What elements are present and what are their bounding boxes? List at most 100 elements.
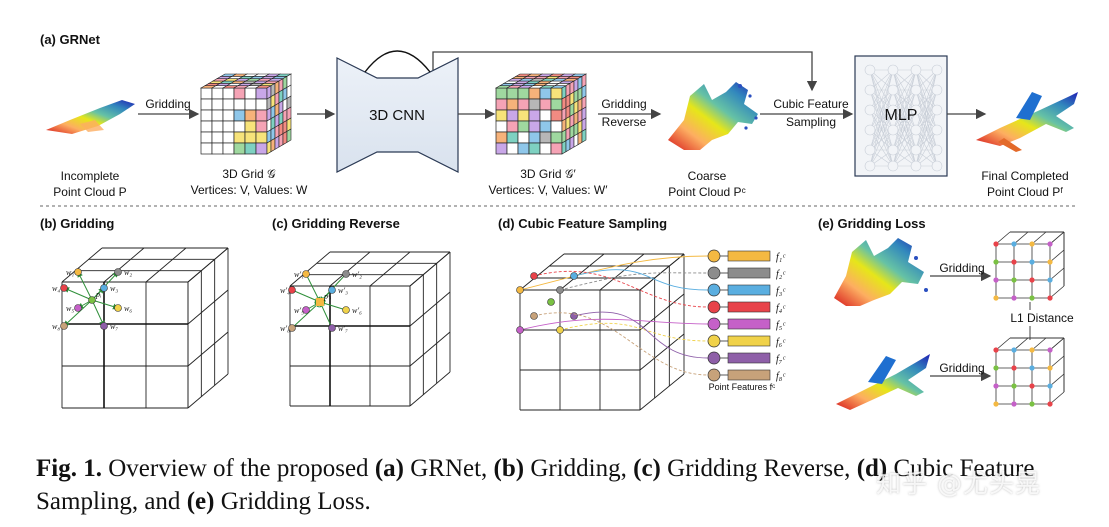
cube-vertex — [530, 272, 538, 280]
grid-cell — [539, 131, 552, 144]
grid-cell — [233, 98, 246, 111]
grid-cell — [200, 120, 213, 133]
grid-cell — [255, 142, 268, 155]
cube-line — [639, 253, 685, 291]
cube-line — [519, 253, 565, 291]
feature-vector — [727, 352, 771, 364]
grid-vertex — [60, 322, 68, 330]
loss-grid-line — [1013, 231, 1029, 245]
caption-text-e: Gridding Loss. — [214, 488, 371, 515]
grid-cell — [244, 120, 257, 133]
weight-label: w₁ — [66, 268, 74, 277]
feature-node — [707, 300, 721, 314]
weight-arrow — [305, 273, 321, 303]
cube-line — [409, 331, 451, 367]
grid-cell — [506, 120, 519, 133]
loss-grid-vertex — [1047, 241, 1053, 247]
grid-cell — [222, 131, 235, 144]
feature-label: f₄ᶜ — [776, 303, 786, 314]
grid-cell — [550, 142, 563, 155]
loss-grid-vertex — [1029, 295, 1035, 301]
grid-cell — [244, 142, 257, 155]
grid-cell — [255, 120, 268, 133]
grid-cell — [233, 120, 246, 133]
cube-line — [103, 247, 145, 283]
grid-cell — [233, 131, 246, 144]
mlp-edge — [892, 109, 917, 151]
mlp-edge — [869, 129, 894, 167]
grid-vertex — [114, 304, 122, 312]
cube-line — [61, 247, 103, 283]
panel-e-title: (e) Gridding Loss — [818, 216, 926, 231]
sampling-curve — [573, 269, 709, 291]
cnn-block — [336, 50, 459, 173]
grid-cell — [550, 120, 563, 133]
weight-label: w′₇ — [338, 324, 348, 333]
grid-cell — [244, 87, 257, 100]
loss-grid-vertex — [993, 277, 999, 283]
loss-grid-vertex — [1047, 277, 1053, 283]
l1-distance-label: L1 Distance — [1010, 311, 1074, 325]
mlp-neuron — [931, 64, 943, 76]
grid-cell — [244, 109, 257, 122]
final-label-1: Final Completed — [981, 169, 1068, 183]
mlp-edge — [915, 89, 938, 151]
gridding-cube — [61, 247, 229, 409]
grid-side-cell — [266, 140, 272, 155]
mlp-edge — [892, 69, 917, 151]
grid-side-cell — [581, 128, 587, 143]
grid-vertex — [342, 270, 350, 278]
mlp-edge — [869, 69, 894, 151]
weight-label: w′₂ — [352, 270, 362, 279]
loss-grid-vertex — [1029, 241, 1035, 247]
mlp-edge — [892, 69, 917, 111]
weight-arrow — [291, 289, 321, 303]
cube-line — [187, 331, 229, 367]
feature-node — [707, 368, 721, 382]
grid-side-cell — [282, 130, 288, 146]
mlp-edge — [892, 89, 917, 151]
grid-cell — [550, 109, 563, 122]
panel-a-title: (a) GRNet — [40, 32, 101, 47]
sampling-curve — [559, 322, 709, 342]
grid-cell — [222, 87, 235, 100]
loss-grid-vertex — [1029, 365, 1035, 371]
weight-arrow — [77, 271, 93, 301]
grid-cell — [200, 142, 213, 155]
grid-cell — [244, 131, 257, 144]
mlp-edge — [915, 129, 938, 167]
cube-line — [187, 289, 229, 325]
grid-vertex — [288, 324, 296, 332]
weight-arrow — [91, 299, 105, 327]
feature-vector — [727, 301, 771, 313]
grid-cell — [506, 87, 519, 100]
mlp-neuron — [887, 124, 899, 136]
caption-text-d: Cubic Feature Sampling, and — [36, 455, 1035, 515]
skip-connection-arrow — [432, 51, 818, 92]
mlp-neuron — [887, 160, 899, 172]
sampling-curve — [533, 271, 709, 308]
loss-grid-1 — [993, 231, 1065, 301]
loss-grid-vertex — [1011, 277, 1017, 283]
feature-node — [707, 351, 721, 365]
grid-cell — [528, 87, 541, 100]
grid-cell — [528, 120, 541, 133]
cube-line — [329, 251, 371, 287]
cube-vertex — [556, 286, 564, 294]
weight-arrow — [91, 299, 119, 310]
feature-vector — [727, 318, 771, 330]
mlp-neuron — [864, 160, 876, 172]
grid-cell — [550, 98, 563, 111]
grid-cell — [495, 120, 508, 133]
grid-cell — [517, 131, 530, 144]
grid-side-cell — [573, 133, 579, 148]
weight-label: w₂ — [124, 268, 132, 277]
loss-grid-line — [1049, 249, 1065, 263]
gridding-reverse-label-2: Reverse — [602, 115, 647, 129]
point-label: pᵢ — [95, 290, 101, 299]
mlp-edge — [869, 89, 894, 151]
panel-c-title: (c) Gridding Reverse — [272, 216, 400, 231]
panel-b-title: (b) Gridding — [40, 216, 114, 231]
final-label-2: Point Cloud Pᶠ — [987, 185, 1063, 199]
cube-vertex — [516, 286, 524, 294]
